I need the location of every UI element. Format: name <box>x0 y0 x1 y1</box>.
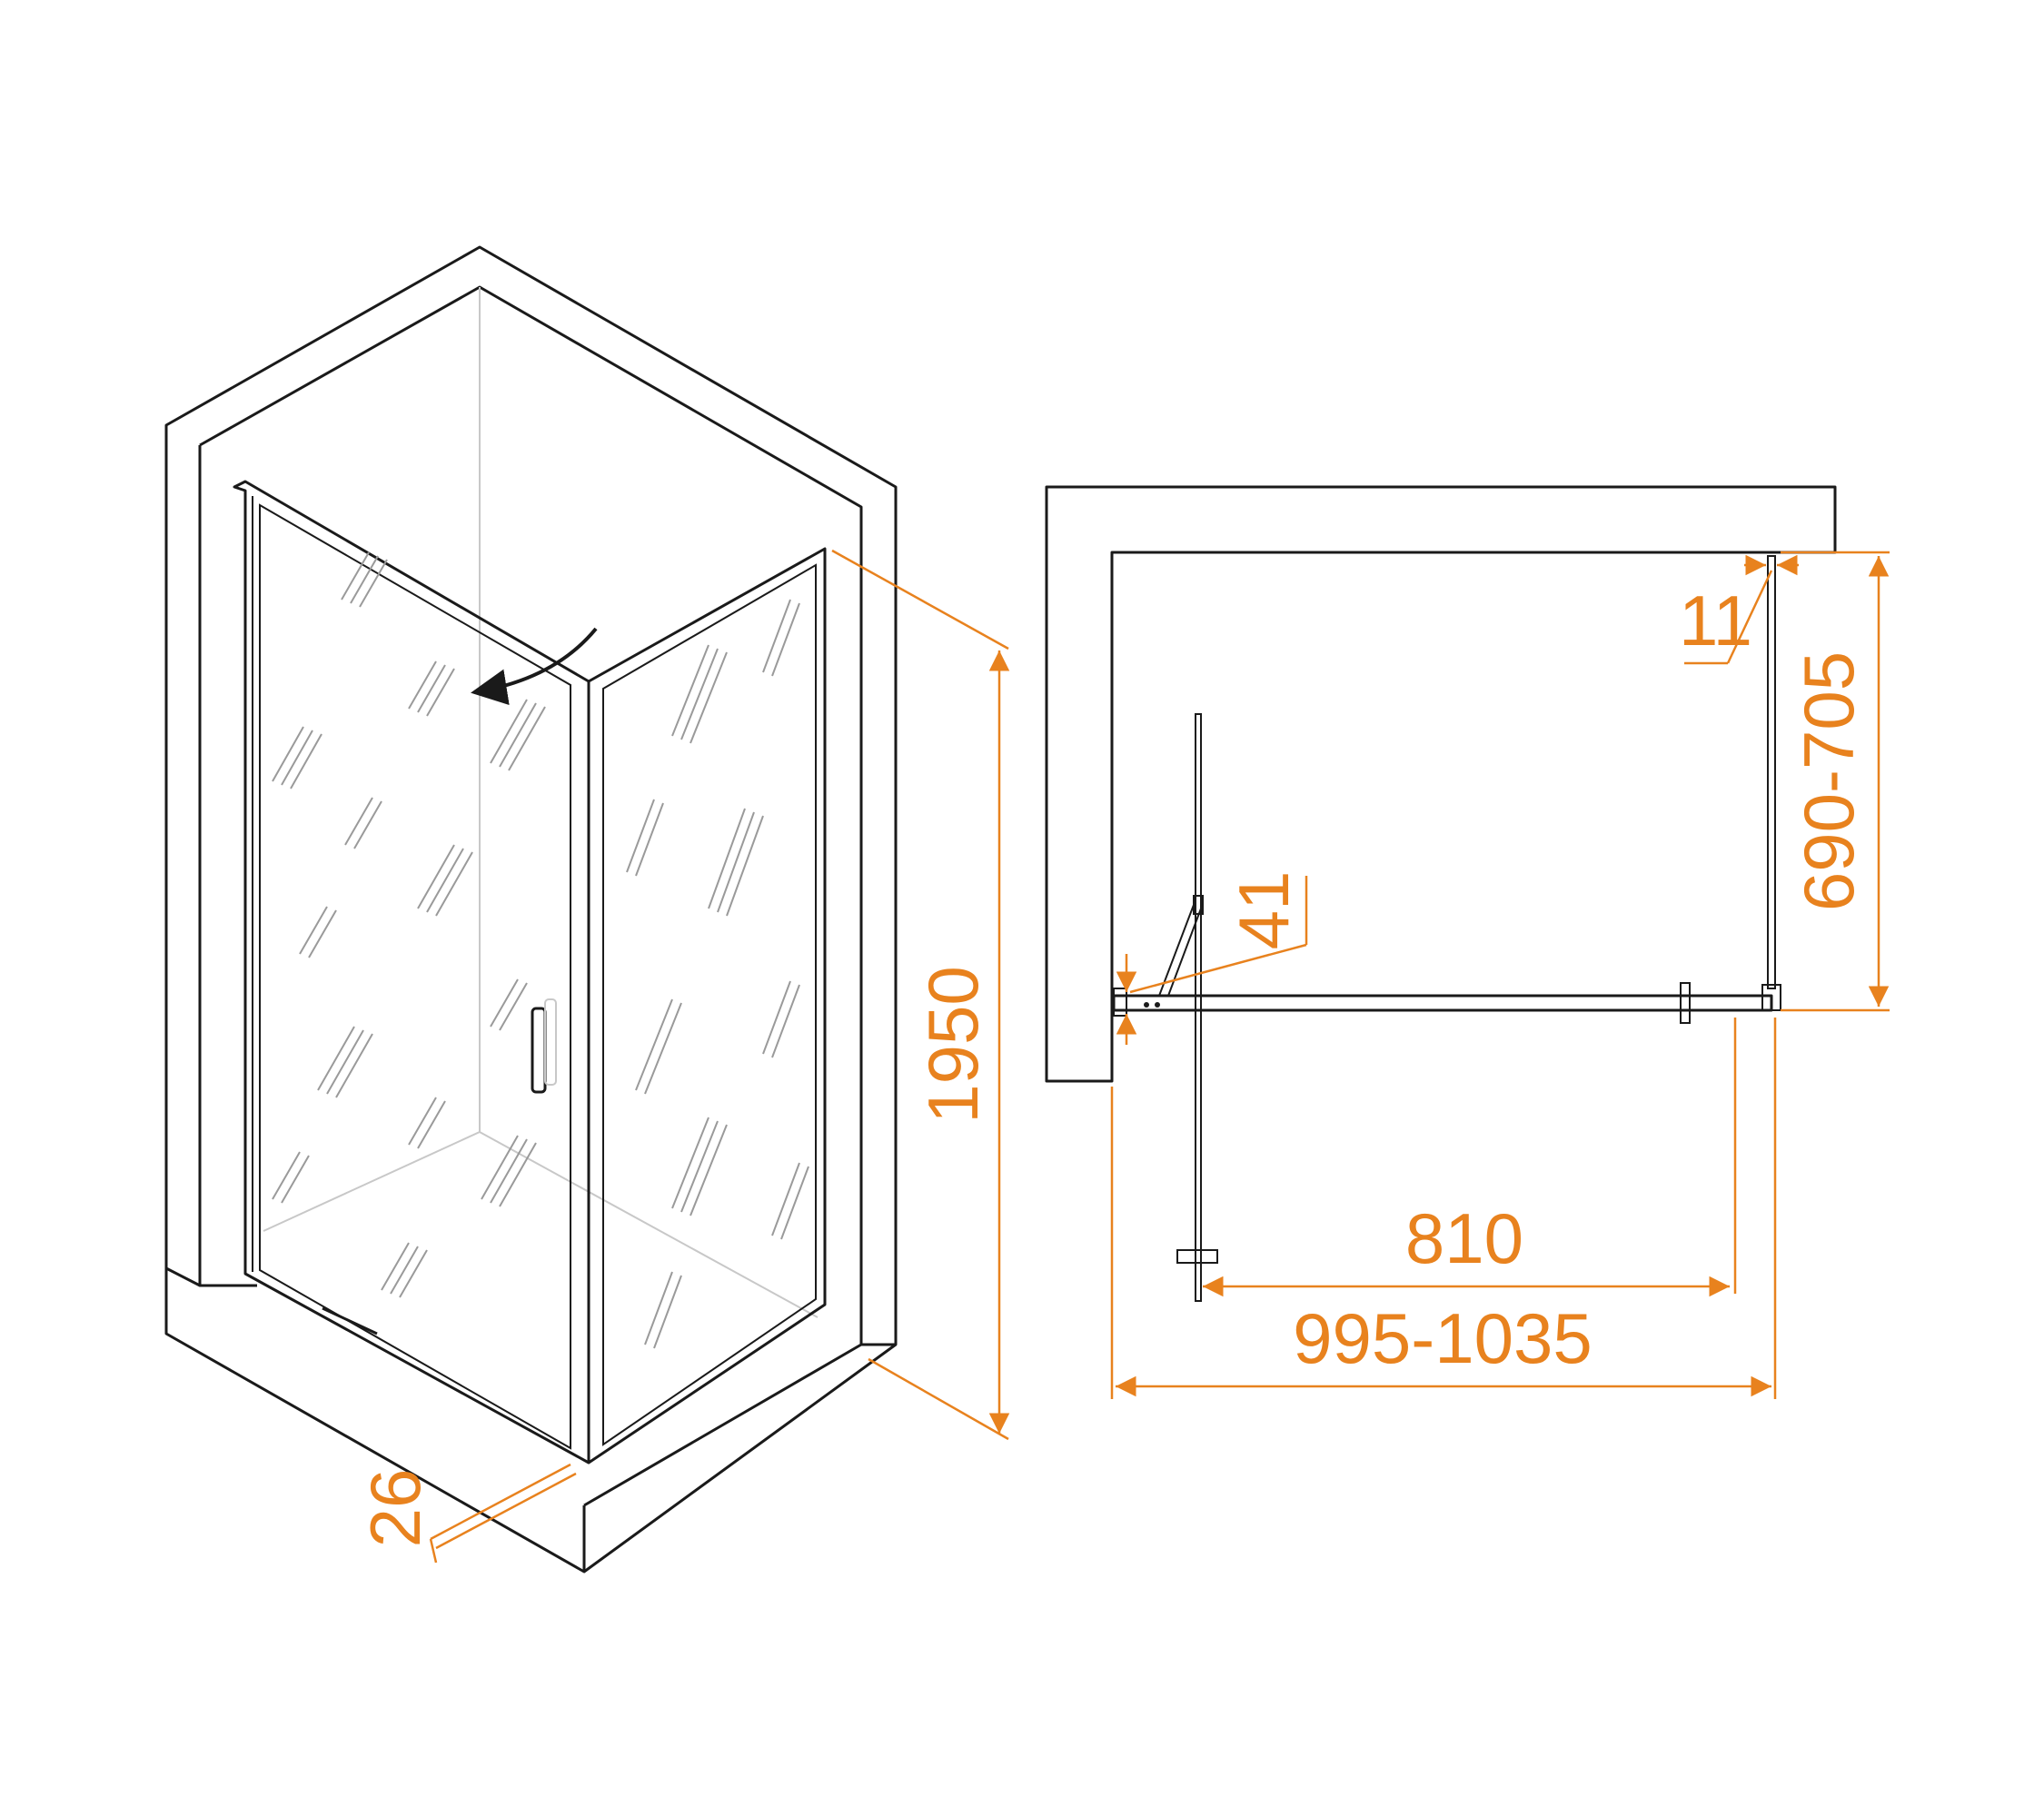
dimension-gap: 11 <box>1679 554 1799 665</box>
dimension-hinge-offset: 41 <box>1116 871 1308 1045</box>
dimension-height-label: 1950 <box>913 966 993 1124</box>
dimension-gap-label: 11 <box>1679 581 1752 660</box>
plan-side-panel <box>1767 555 1776 989</box>
door-frame <box>233 480 590 1465</box>
wall-outline <box>164 245 898 1574</box>
dimension-hinge-offset-label: 41 <box>1224 871 1304 950</box>
dimension-side-depth: 690-705 <box>1781 551 1890 1012</box>
door-handle-back <box>544 998 557 1086</box>
dimension-profile-depth-label: 26 <box>355 1469 435 1548</box>
isometric-view: 1950 26 <box>164 245 1010 1574</box>
plan-open-door <box>1195 713 1202 1302</box>
dimension-door-width: 810 <box>1203 1018 1737 1297</box>
dimension-door-width-label: 810 <box>1405 1198 1523 1278</box>
glass-hatching <box>272 551 809 1349</box>
side-panel <box>588 547 827 1465</box>
dimension-height: 1950 <box>831 549 1010 1441</box>
plan-wall <box>1045 485 1837 1083</box>
dimension-total-width-label: 995-1035 <box>1293 1298 1593 1378</box>
side-panel-inner <box>602 563 817 1446</box>
dimension-profile-depth: 26 <box>355 1463 577 1564</box>
swing-arrow-icon <box>471 627 598 706</box>
plan-door-handle <box>1176 1249 1218 1264</box>
plan-hinge-dot-2 <box>1155 1002 1160 1008</box>
plan-front-bar <box>1112 994 1773 1012</box>
shower-tray <box>164 1266 862 1572</box>
door-handle <box>531 1007 547 1094</box>
floor-lines <box>263 1130 819 1318</box>
door-frame-inner <box>252 496 571 1450</box>
door-bottom-seal <box>322 1306 378 1335</box>
dimension-side-depth-label: 690-705 <box>1789 651 1869 911</box>
plan-stopper <box>1680 982 1691 1024</box>
plan-view: 11 690-705 41 810 995-1035 <box>1045 485 1890 1399</box>
plan-hinge-dot <box>1144 1002 1149 1008</box>
dimension-total-width: 995-1035 <box>1110 1018 1777 1399</box>
